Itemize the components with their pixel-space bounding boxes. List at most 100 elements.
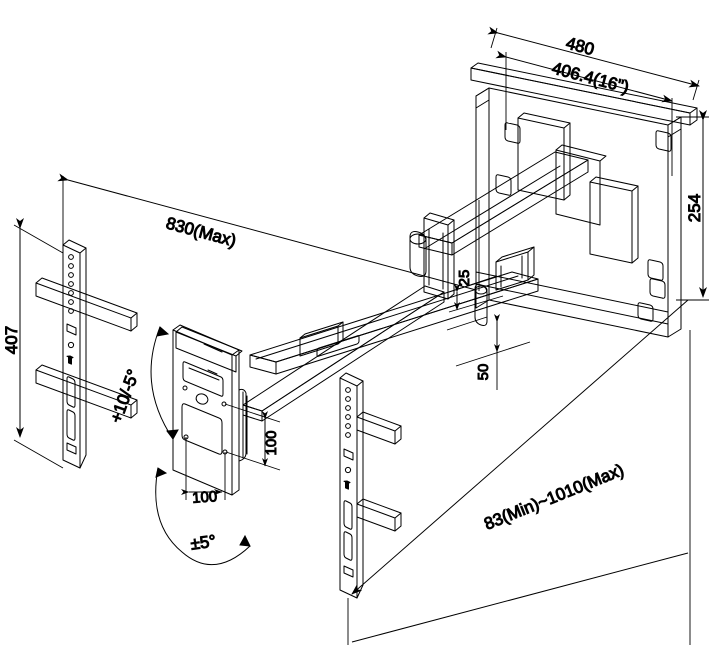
dim-100-vertical-label: 100	[263, 430, 280, 455]
tilt-head-side	[231, 349, 240, 496]
tv-cross-arm-upper-top	[35, 277, 138, 319]
slot-icon	[343, 531, 353, 561]
slot-icon	[649, 278, 666, 299]
cable-cutout	[181, 403, 223, 455]
slot-icon	[504, 122, 521, 144]
upper-arm-inner-edge	[423, 165, 561, 250]
dim-100-horizontal: 100	[181, 437, 226, 507]
ext-line	[225, 451, 281, 471]
wall-plate-lower-recess-top	[589, 176, 639, 192]
head-top-clamp	[175, 331, 237, 373]
ext-line	[446, 316, 488, 331]
wall-plate-left-flange-top	[475, 87, 490, 109]
swivel-pivot-column	[238, 388, 248, 462]
slot-icon	[343, 500, 353, 530]
ext-line	[455, 341, 531, 367]
fixing-hole	[182, 385, 188, 391]
tv-rail-right-top	[339, 372, 364, 387]
dim-line	[351, 299, 689, 595]
swivel-angle-label: ±5°	[189, 531, 217, 553]
swivel-arrow-left	[155, 467, 168, 478]
hole-icon	[67, 341, 75, 349]
tv-cross-arm-upper-end	[130, 312, 138, 332]
dim-254-label: 254	[685, 194, 704, 222]
dim-50-label: 50	[475, 364, 492, 381]
main-arm-side-face	[275, 278, 539, 375]
slot-icon	[66, 376, 76, 408]
elbow-plate-top	[423, 212, 455, 226]
upper-arm-wall-bracket-top	[555, 144, 607, 162]
tv-right-arm-lower-end	[394, 512, 402, 532]
hole-icon	[68, 272, 74, 278]
tilt-head-plate	[172, 324, 243, 496]
hole-icon	[345, 423, 351, 429]
lock-lever-handle	[207, 369, 218, 375]
up-arrow-icon	[343, 480, 351, 490]
wall-plate-center-recess-top	[517, 112, 571, 129]
wall-plate-top-flange-end	[689, 107, 698, 126]
upper-hinge-cap	[409, 233, 427, 245]
tv-cross-arm-lower-top	[35, 364, 138, 406]
hole-icon	[66, 442, 77, 455]
hole-icon	[68, 254, 74, 260]
tv-rail-left-holes	[66, 254, 77, 455]
hole-icon	[345, 432, 351, 438]
hole-icon	[343, 565, 354, 578]
dim-25-label: 25	[456, 270, 473, 287]
tilt-arrow-bottom	[166, 429, 179, 440]
tv-right-arm-lower-top	[356, 498, 402, 519]
upper-arm-assembly	[409, 144, 607, 277]
lock-lever-bar	[188, 367, 220, 381]
dim-left-407: 407	[2, 218, 64, 469]
hole-icon	[345, 405, 351, 411]
slot-icon	[66, 409, 76, 441]
wall-plate-mid-rail	[475, 271, 669, 325]
head-top-clamp-detail	[203, 343, 223, 353]
tv-cross-arm-lower-end	[130, 399, 138, 419]
hole-icon	[344, 466, 352, 474]
dim-line	[57, 173, 477, 291]
wall-plate-lower-recess-side	[631, 185, 639, 264]
tv-bracket-left	[35, 239, 138, 469]
tv-right-arm-upper-top	[356, 411, 402, 432]
slot-icon	[647, 259, 664, 281]
hole-icon	[68, 290, 74, 296]
upper-arm-side-face	[451, 159, 589, 256]
dim-50: 50	[446, 314, 531, 390]
wall-plate-right-flange-top	[667, 116, 682, 138]
tilt-arc	[150, 326, 174, 440]
pivot-column-edge	[238, 388, 247, 462]
arm-slider-collar-side	[527, 246, 535, 281]
hole-icon	[345, 387, 351, 393]
slot-icon	[637, 302, 654, 322]
tv-rail-right-holes	[343, 387, 354, 578]
main-extension-arm	[249, 246, 539, 375]
lock-lever-slot	[182, 361, 224, 397]
dim-right-254: 254	[676, 110, 709, 301]
hole-icon	[68, 308, 74, 314]
tv-right-arm-upper-end	[394, 425, 402, 445]
hole-icon	[68, 299, 74, 305]
dim-line-lower	[351, 552, 689, 643]
hole-icon	[68, 263, 74, 269]
dim-100-vertical: 100	[224, 403, 281, 471]
arm-mid-collar-top	[299, 321, 344, 339]
upper-arm-wall-bracket	[555, 149, 601, 226]
head-top-clamp-top	[175, 326, 243, 357]
ext-line	[224, 403, 281, 423]
slot-icon	[655, 130, 672, 152]
swivel-arrow-right	[239, 534, 251, 547]
tilt-arrow-top	[156, 326, 170, 337]
arm-slot-detail	[316, 335, 360, 357]
hole-icon	[345, 396, 351, 402]
angle-swivel: ±5°	[155, 467, 251, 565]
dim-407-label: 407	[2, 326, 21, 354]
ext-line	[13, 439, 64, 469]
up-arrow-icon	[66, 355, 74, 365]
hole-icon	[66, 323, 77, 336]
pivot-boss	[195, 393, 209, 405]
arm-slider-collar-top	[495, 246, 535, 263]
dim-25: 25	[448, 269, 504, 313]
